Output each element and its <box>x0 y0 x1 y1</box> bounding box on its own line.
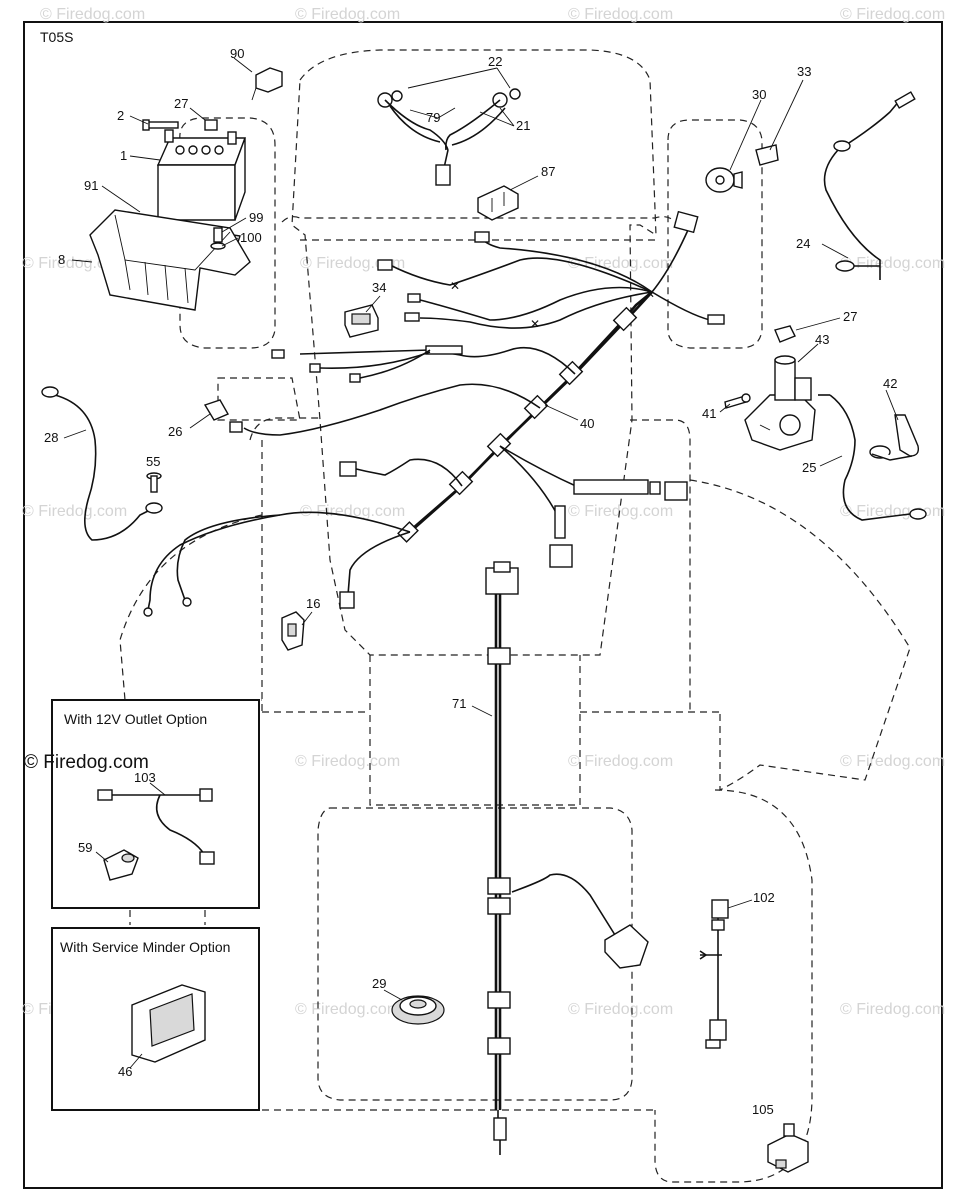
watermark-text: © Firedog.com <box>295 753 400 770</box>
callout-8: 8 <box>58 252 65 267</box>
callout-87: 87 <box>541 164 555 179</box>
watermark-text: © Firedog.com <box>568 753 673 770</box>
callout-1: 1 <box>120 148 127 163</box>
svg-text:✕: ✕ <box>530 317 540 331</box>
callout-103: 103 <box>134 770 156 785</box>
part-27-washer <box>774 325 796 343</box>
callout-105: 105 <box>752 1102 774 1117</box>
watermark-text: © Firedog.com <box>840 753 945 770</box>
part-16-connector <box>281 611 305 651</box>
watermark-text: © Firedog.com <box>300 503 405 520</box>
callout-99: 99 <box>249 210 263 225</box>
watermark-text: © Firedog.com <box>568 503 673 520</box>
part-103-outlet-harness <box>97 788 215 865</box>
outlet-option-title: With 12V Outlet Option <box>64 711 207 727</box>
callout-46: 46 <box>118 1064 132 1079</box>
callout-22: 22 <box>488 54 502 69</box>
callout-41: 41 <box>702 406 716 421</box>
watermark-text: © Firedog.com <box>840 255 945 272</box>
callout-26: 26 <box>168 424 182 439</box>
callout-28: 28 <box>44 430 58 445</box>
part-102-harness <box>699 899 729 1049</box>
watermark-text: © Firedog.com <box>840 1001 945 1018</box>
part-29-horn <box>391 995 445 1025</box>
part-27-nut <box>204 119 218 131</box>
callout-90: 90 <box>230 46 244 61</box>
watermark-text: © Firedog.com <box>568 6 673 23</box>
part-41-bolt <box>724 393 751 409</box>
part-99-bolt <box>210 227 226 250</box>
diagram-code: T05S <box>40 29 73 45</box>
part-33-key <box>755 144 779 166</box>
callout-34: 34 <box>372 280 386 295</box>
service-minder-option-title: With Service Minder Option <box>60 939 230 955</box>
part-42-boot <box>869 414 920 461</box>
part-55-screw <box>146 472 162 493</box>
part-2-bolt <box>142 119 179 131</box>
callout-59: 59 <box>78 840 92 855</box>
callout-2: 2 <box>117 108 124 123</box>
part-22-headlight-harness <box>377 88 521 186</box>
callout-27: 27 <box>174 96 188 111</box>
part-90-plug <box>251 67 283 101</box>
callout-71: 71 <box>452 696 466 711</box>
watermark-text: © Firedog.com <box>568 1001 673 1018</box>
callout-40: 40 <box>580 416 594 431</box>
callout-33: 33 <box>797 64 811 79</box>
diagram-frame <box>23 21 943 1189</box>
part-8-battery-tray <box>89 209 251 311</box>
part-30-ignition-switch <box>705 167 743 193</box>
callout-21: 21 <box>516 118 530 133</box>
leader-lines <box>63 57 899 1069</box>
callout-43: 43 <box>815 332 829 347</box>
callout-25: 25 <box>802 460 816 475</box>
part-46-service-minder <box>131 984 206 1063</box>
part-26-connector <box>203 399 229 421</box>
watermark-text: © Firedog.com <box>40 6 145 23</box>
part-25-cable <box>818 394 927 521</box>
watermark-text: © Firedog.com <box>295 6 400 23</box>
callout-55: 55 <box>146 454 160 469</box>
callout-29: 29 <box>372 976 386 991</box>
part-24-cable <box>823 91 916 280</box>
callout-30: 30 <box>752 87 766 102</box>
part-59-outlet <box>103 849 139 881</box>
callout-24: 24 <box>796 236 810 251</box>
watermark-text: © Firedog.com <box>840 6 945 23</box>
callout-91: 91 <box>84 178 98 193</box>
svg-text:✕: ✕ <box>450 279 460 293</box>
outlet-option-box <box>51 699 260 909</box>
main-harness: ✕ ✕ ✕ <box>143 210 725 617</box>
part-1-battery <box>156 129 247 221</box>
callout-42: 42 <box>883 376 897 391</box>
callout-27: 27 <box>843 309 857 324</box>
callout-100: 100 <box>240 230 262 245</box>
svg-text:✕: ✕ <box>645 287 655 301</box>
watermark-bold: © Firedog.com <box>24 752 149 773</box>
tractor-outline <box>119 49 911 1183</box>
callout-102: 102 <box>753 890 775 905</box>
watermark-text: © Firedog.com <box>295 1001 400 1018</box>
part-87-connector <box>477 185 519 221</box>
part-28-cable <box>41 386 163 541</box>
watermark-text: © Firedog.com <box>568 255 673 272</box>
watermark-text: © Firedog.com <box>22 503 127 520</box>
part-105-switch <box>767 1123 809 1173</box>
callout-16: 16 <box>306 596 320 611</box>
callout-labels: 90 22 27 2 79 21 30 33 1 87 91 99 100 8 … <box>44 46 897 1117</box>
callout-79: 79 <box>426 110 440 125</box>
part-71-engine-harness <box>485 561 649 1155</box>
part-43-solenoid <box>744 355 816 451</box>
part-34-switch <box>344 304 379 338</box>
